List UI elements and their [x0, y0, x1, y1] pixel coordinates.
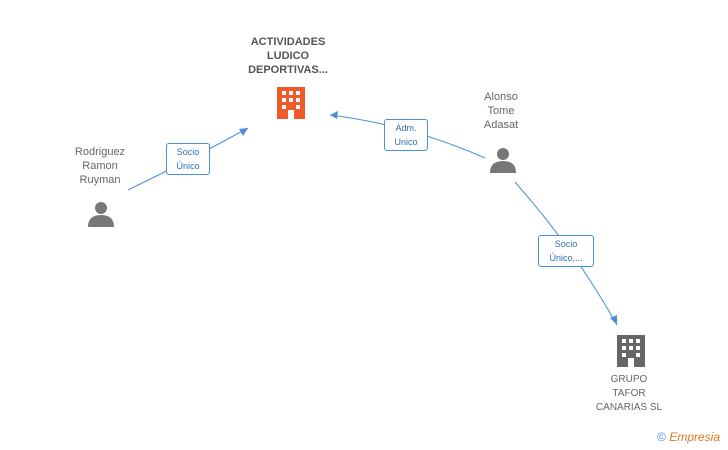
arrowhead-alonso-to-grupo: [610, 315, 617, 325]
building-icon-main[interactable]: [277, 87, 305, 119]
edge-label-line: Unico: [394, 137, 418, 147]
node-label-line: Ruyman: [79, 174, 121, 186]
node-label-person-rodriguez[interactable]: Rodriguez Ramon Ruyman: [60, 145, 140, 187]
edge-label-line: Único: [176, 161, 200, 171]
node-label-line: Ramon: [82, 160, 118, 172]
copyright-footer: © Empresia: [657, 430, 720, 444]
brand-logo[interactable]: Empresia: [669, 430, 720, 444]
edge-label-line: Socio: [176, 147, 200, 157]
node-label-line: ACTIVIDADES: [250, 36, 326, 48]
edge-label-line: Socio: [554, 239, 578, 249]
node-label-line: CANARIAS SL: [595, 402, 663, 413]
edge-label-alonso-to-grupo[interactable]: Socio Único,...: [538, 235, 594, 267]
arrowhead-alonso-to-main: [330, 111, 338, 119]
node-label-person-alonso[interactable]: Alonso Tome Adasat: [465, 90, 537, 132]
node-label-line: LUDICO: [266, 50, 310, 62]
edge-label-line: Adm.: [395, 123, 417, 133]
building-icon-grupo[interactable]: [617, 335, 645, 367]
node-label-line: Rodriguez: [74, 146, 126, 158]
arrowhead-rodriguez-to-main: [239, 128, 248, 136]
node-label-line: DEPORTIVAS...: [248, 64, 328, 76]
node-label-line: Alonso: [484, 91, 518, 103]
edge-label-rodriguez-to-main[interactable]: Socio Único: [166, 143, 210, 175]
node-label-company-main[interactable]: ACTIVIDADES LUDICO DEPORTIVAS...: [236, 35, 340, 77]
node-label-line: Tome: [487, 105, 515, 117]
node-label-company-grupo[interactable]: GRUPO TAFOR CANARIAS SL: [582, 373, 676, 415]
node-label-line: GRUPO: [610, 374, 648, 385]
person-icon-alonso[interactable]: [490, 148, 516, 173]
edge-label-line: Único,...: [549, 253, 583, 263]
node-label-line: TAFOR: [612, 388, 646, 399]
edge-label-alonso-to-main[interactable]: Adm. Unico: [384, 119, 428, 151]
copyright-icon: ©: [657, 430, 666, 444]
person-icon-rodriguez[interactable]: [88, 202, 114, 227]
node-label-line: Adasat: [483, 119, 519, 131]
